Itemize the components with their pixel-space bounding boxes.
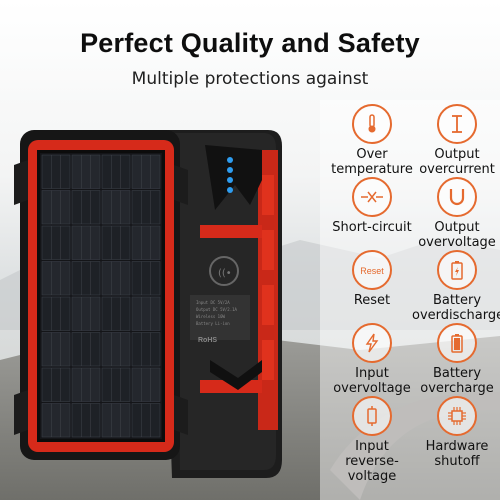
- solar-cell: [71, 225, 101, 260]
- protection-label-line1: Input: [355, 439, 389, 454]
- protection-label-line1: Battery: [432, 366, 482, 381]
- protection-label-line1: Short-circuit: [332, 220, 412, 235]
- solar-cell: [131, 225, 161, 260]
- rohs-mark: RoHS: [198, 337, 217, 344]
- reset-icon: Reset: [352, 250, 392, 290]
- power-bank-front-view: [14, 130, 188, 460]
- solar-cell: [101, 403, 131, 438]
- battery-low-icon: [437, 250, 477, 290]
- protection-label-line2: reverse-voltage: [345, 454, 399, 484]
- solar-cell: [131, 154, 161, 189]
- svg-text:Output DC 5V/2.1A: Output DC 5V/2.1A: [196, 307, 238, 312]
- protection-label: Reset: [327, 293, 417, 308]
- protection-label-line2: temperature: [331, 162, 413, 177]
- battery-full-icon: [437, 323, 477, 363]
- solar-cell: [101, 225, 131, 260]
- solar-cell: [41, 296, 71, 331]
- solar-cell: [101, 190, 131, 225]
- page-title: Perfect Quality and Safety: [80, 28, 420, 58]
- solar-power-bank-image: ((• Input DC 5V/2A Output DC 5V/2.1A Wir…: [14, 130, 282, 478]
- svg-text:Reset: Reset: [360, 266, 384, 276]
- power-bank-back-view: ((• Input DC 5V/2A Output DC 5V/2.1A Wir…: [160, 130, 282, 478]
- solar-cell: [41, 225, 71, 260]
- chip-icon: [437, 396, 477, 436]
- protection-label-line2: overvoltage: [418, 235, 496, 250]
- solar-cell: [71, 261, 101, 296]
- solar-cell: [101, 332, 131, 367]
- solar-cell: [71, 367, 101, 402]
- protection-item: Short-circuit: [327, 177, 417, 235]
- page-subtitle: Multiple protections against: [131, 69, 369, 89]
- svg-text:Input DC 5V/2A: Input DC 5V/2A: [196, 300, 230, 305]
- solar-cell: [41, 403, 71, 438]
- solar-cell: [131, 261, 161, 296]
- solar-cell: [41, 261, 71, 296]
- protection-label-line2: shutoff: [434, 454, 480, 469]
- solar-cell: [41, 332, 71, 367]
- solar-cell: [71, 154, 101, 189]
- solar-cell: [71, 403, 101, 438]
- solar-cell: [131, 190, 161, 225]
- svg-text:Wireless 10W: Wireless 10W: [196, 314, 225, 319]
- lightning-icon: [352, 323, 392, 363]
- protection-label-line1: Over: [356, 147, 388, 162]
- protection-label: Short-circuit: [327, 220, 417, 235]
- svg-text:Battery Li-ion: Battery Li-ion: [196, 321, 230, 326]
- solar-cell: [41, 154, 71, 189]
- solar-cell: [71, 296, 101, 331]
- protection-label-line1: Input: [355, 366, 389, 381]
- protection-label-line2: overcharge: [420, 381, 494, 396]
- protection-label-line1: Reset: [353, 293, 391, 308]
- magnet-icon: [437, 177, 477, 217]
- solar-cell: [131, 403, 161, 438]
- protection-label-line1: Output: [434, 220, 480, 235]
- solar-cell: [41, 367, 71, 402]
- protection-label-line2: overdischarge: [412, 308, 500, 323]
- protection-label-line2: overcurrent: [419, 162, 495, 177]
- solar-cell: [131, 367, 161, 402]
- solar-cell: [71, 332, 101, 367]
- reverse-voltage-icon: [352, 396, 392, 436]
- solar-cell: [101, 296, 131, 331]
- short-circuit-icon: [352, 177, 392, 217]
- solar-cell: [131, 332, 161, 367]
- current-bar-icon: [437, 104, 477, 144]
- protection-label-line2: overvoltage: [333, 381, 411, 396]
- solar-cell: [101, 367, 131, 402]
- solar-cell: [131, 296, 161, 331]
- solar-cell: [101, 261, 131, 296]
- solar-cell: [41, 190, 71, 225]
- protection-label-line1: Battery: [432, 293, 482, 308]
- protection-label-line1: Output: [434, 147, 480, 162]
- thermometer-icon: [352, 104, 392, 144]
- solar-cell: [71, 190, 101, 225]
- solar-cell: [101, 154, 131, 189]
- svg-text:((•: ((•: [218, 268, 232, 279]
- protection-label-line1: Hardware: [425, 439, 489, 454]
